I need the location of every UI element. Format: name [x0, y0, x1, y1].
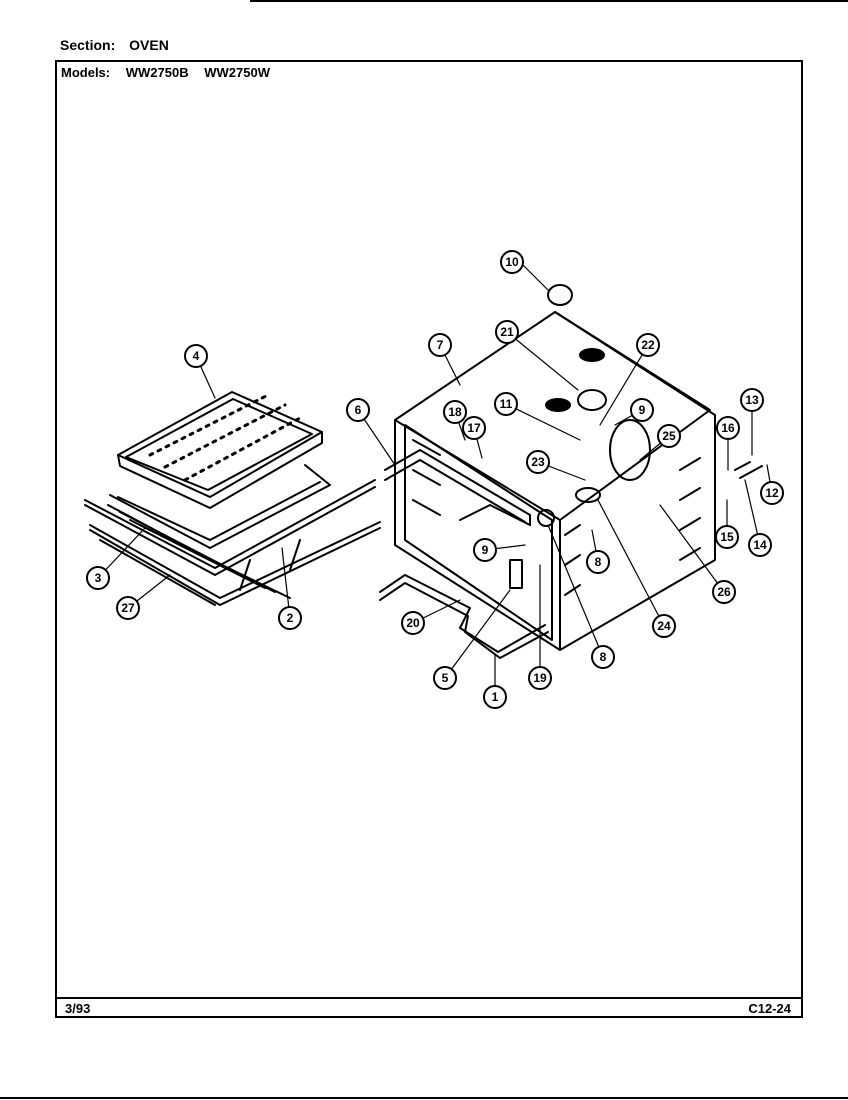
callout-label: 9 — [482, 543, 489, 557]
callout-label: 8 — [600, 650, 607, 664]
callout-label: 24 — [657, 619, 671, 633]
callout-3: 3 — [86, 566, 110, 590]
callout-label: 20 — [406, 616, 420, 630]
models-label: Models: — [61, 65, 111, 80]
broiler-tray — [109, 464, 331, 549]
callout-label: 11 — [500, 397, 513, 411]
back-components — [509, 284, 763, 589]
callout-label: 10 — [505, 255, 519, 269]
top-rule — [250, 0, 848, 2]
callout-label: 6 — [355, 403, 362, 417]
callout-label: 16 — [721, 421, 735, 435]
bake-element — [379, 574, 549, 659]
callout-label: 19 — [533, 671, 547, 685]
callout-label: 12 — [765, 486, 779, 500]
callout-16: 16 — [716, 416, 740, 440]
callout-label: 23 — [531, 455, 545, 469]
callout-label: 25 — [662, 429, 676, 443]
footer-divider — [57, 997, 801, 999]
callout-23: 23 — [526, 450, 550, 474]
section-label: Section: — [60, 37, 116, 53]
callout-24: 24 — [652, 614, 676, 638]
callout-14: 14 — [748, 533, 772, 557]
callout-6: 6 — [346, 398, 370, 422]
broil-element — [384, 449, 531, 526]
callout-label: 15 — [720, 530, 734, 544]
callout-label: 3 — [95, 571, 102, 585]
callout-11: 11 — [494, 392, 518, 416]
callout-25: 25 — [657, 424, 681, 448]
callout-label: 17 — [467, 421, 481, 435]
callout-17: 17 — [462, 416, 486, 440]
callout-label: 21 — [500, 325, 514, 339]
section-heading: Section: OVEN — [60, 37, 169, 53]
footer-page-code: C12-24 — [748, 1001, 791, 1016]
callout-label: 4 — [193, 349, 200, 363]
callout-label: 22 — [641, 338, 655, 352]
callout-21: 21 — [495, 320, 519, 344]
callout-22: 22 — [636, 333, 660, 357]
model-number: WW2750W — [204, 65, 270, 80]
callout-label: 14 — [753, 538, 767, 552]
callout-1: 1 — [483, 685, 507, 709]
callout-label: 13 — [745, 393, 759, 407]
callout-label: 8 — [595, 555, 602, 569]
callout-18: 18 — [443, 400, 467, 424]
callout-5: 5 — [433, 666, 457, 690]
callout-label: 7 — [437, 338, 444, 352]
callout-label: 5 — [442, 671, 449, 685]
footer-date: 3/93 — [65, 1001, 91, 1016]
callout-8: 8 — [586, 550, 610, 574]
callout-4: 4 — [184, 344, 208, 368]
models-heading: Models: WW2750B WW2750W — [61, 65, 282, 80]
callout-15: 15 — [715, 525, 739, 549]
section-value: OVEN — [129, 37, 169, 53]
callout-26: 26 — [712, 580, 736, 604]
bottom-rule — [0, 1097, 848, 1099]
callout-9: 9 — [630, 398, 654, 422]
diagram-frame: Models: WW2750B WW2750W 3/93 C12-24 — [55, 60, 803, 1018]
callout-label: 9 — [639, 403, 646, 417]
callout-10: 10 — [500, 250, 524, 274]
oven-cavity — [394, 311, 716, 651]
callout-13: 13 — [740, 388, 764, 412]
callout-12: 12 — [760, 481, 784, 505]
callout-label: 1 — [492, 690, 499, 704]
callout-label: 26 — [717, 585, 731, 599]
callout-label: 2 — [287, 611, 294, 625]
callout-label: 27 — [121, 601, 135, 615]
callout-9: 9 — [473, 538, 497, 562]
oven-racks — [84, 479, 381, 606]
callout-2: 2 — [278, 606, 302, 630]
model-number: WW2750B — [125, 65, 189, 80]
callout-19: 19 — [528, 666, 552, 690]
callout-8: 8 — [591, 645, 615, 669]
callout-20: 20 — [401, 611, 425, 635]
callout-27: 27 — [116, 596, 140, 620]
broiler-pan — [117, 391, 323, 509]
callout-7: 7 — [428, 333, 452, 357]
callout-label: 18 — [448, 405, 462, 419]
